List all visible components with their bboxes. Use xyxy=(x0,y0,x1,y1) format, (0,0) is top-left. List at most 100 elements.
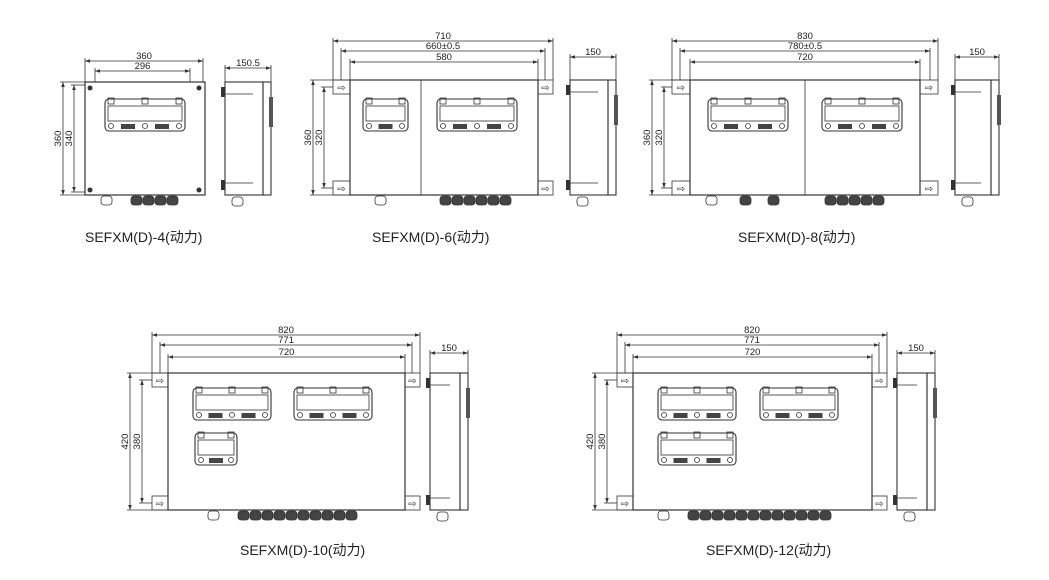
cable-gland-icon xyxy=(783,510,796,521)
side-view-body xyxy=(954,79,992,196)
mounting-flange xyxy=(919,79,939,95)
cable-gland-icon xyxy=(687,510,700,521)
breaker-slot xyxy=(197,439,235,456)
cable-gland-icon xyxy=(166,195,179,206)
cable-gland-icon xyxy=(848,195,861,206)
screw-icon xyxy=(108,123,114,129)
terminal xyxy=(758,124,772,129)
bolt-icon: ⇨ xyxy=(621,499,629,510)
side-view-cover xyxy=(607,79,617,196)
breaker-window xyxy=(104,97,186,132)
dimension-label: 780±0.5 xyxy=(788,41,822,52)
bolt-icon: ⇨ xyxy=(541,184,549,195)
cable-gland-icon xyxy=(436,511,449,522)
breaker-clip xyxy=(744,97,752,105)
breaker-frame xyxy=(192,387,272,421)
breaker-clip xyxy=(398,97,406,105)
screw-icon xyxy=(825,123,831,129)
cable-gland-icon xyxy=(463,195,476,206)
breaker-window xyxy=(759,386,839,421)
breaker-frame xyxy=(657,387,737,421)
dimension-label: 720 xyxy=(745,347,761,358)
cable-gland-icon xyxy=(130,195,143,206)
screw-icon xyxy=(474,123,480,129)
terminal xyxy=(706,413,721,418)
breaker-window xyxy=(436,97,518,132)
corner-bolt-icon xyxy=(87,85,93,91)
screw-icon xyxy=(262,412,268,418)
mounting-flange xyxy=(537,79,554,95)
cable-gland-icon xyxy=(249,510,262,521)
screw-icon xyxy=(228,457,234,463)
side-view-handle xyxy=(933,388,937,418)
enclosure-front xyxy=(167,372,406,511)
screw-icon xyxy=(142,123,148,129)
caption-sefxm-12: SEFXM(D)-12(动力) xyxy=(706,542,832,558)
enclosure-front xyxy=(349,79,539,196)
cable-gland-icon xyxy=(237,510,250,521)
screw-icon xyxy=(661,457,667,463)
breaker-clip xyxy=(795,386,803,394)
screw-icon xyxy=(796,412,802,418)
screw-icon xyxy=(196,412,202,418)
mount-bracket xyxy=(951,180,955,190)
cable-gland-icon xyxy=(723,510,736,521)
terminal xyxy=(241,413,256,418)
cable-gland-icon xyxy=(705,195,718,206)
side-view-cover xyxy=(262,81,272,196)
terminal xyxy=(673,413,688,418)
screw-icon xyxy=(508,123,514,129)
arrowhead xyxy=(225,66,271,70)
screw-icon xyxy=(440,123,446,129)
breaker-clip xyxy=(693,386,701,394)
side-view-body xyxy=(224,81,264,196)
dimension-label: 710 xyxy=(435,31,451,42)
dimension-label: 320 xyxy=(654,130,665,146)
cable-gland-icon xyxy=(961,196,974,207)
side-view-cover xyxy=(990,79,1000,196)
breaker-slot xyxy=(365,105,406,122)
bolt-icon: ⇨ xyxy=(677,184,685,195)
side-view-cover xyxy=(459,372,469,511)
mount-bracket xyxy=(426,378,430,388)
cable-gland-icon xyxy=(154,195,167,206)
screw-icon xyxy=(330,412,336,418)
side-view-body xyxy=(896,372,928,511)
caption-sefxm-4: SEFXM(D)-4(动力) xyxy=(85,229,203,245)
arrowhead xyxy=(955,55,999,59)
breaker-slot xyxy=(107,105,183,122)
dimension-label: 420 xyxy=(120,434,131,450)
cable-gland-icon xyxy=(439,195,452,206)
screw-icon xyxy=(763,412,769,418)
enclosure-front xyxy=(632,372,873,511)
side-view-body xyxy=(429,372,461,511)
cable-gland-icon xyxy=(872,195,885,206)
mounting-flange xyxy=(919,180,939,196)
cable-gland-icon xyxy=(207,510,220,521)
breaker-clip xyxy=(195,386,203,394)
breaker-clip xyxy=(892,97,900,105)
breaker-clip xyxy=(296,386,304,394)
caption-sefxm-8: SEFXM(D)-8(动力) xyxy=(738,229,856,245)
cable-gland-icon xyxy=(657,510,670,521)
mount-bracket xyxy=(566,85,570,95)
cable-gland-icon xyxy=(487,195,500,206)
breaker-slot xyxy=(195,394,269,411)
terminal xyxy=(342,413,357,418)
breaker-slot xyxy=(710,105,786,122)
mount-bracket xyxy=(566,180,570,190)
dimension-label: 150.5 xyxy=(236,58,260,69)
dimension-label: 360 xyxy=(303,130,314,146)
breaker-clip xyxy=(365,97,373,105)
cable-gland-icon xyxy=(297,510,310,521)
breaker-slot xyxy=(762,394,836,411)
dimension-label: 720 xyxy=(797,52,813,63)
breaker-window xyxy=(192,386,272,421)
dimension-label: 830 xyxy=(797,31,813,42)
breaker-window xyxy=(657,386,737,421)
dimension-label: 150 xyxy=(585,47,601,58)
breaker-frame xyxy=(293,387,373,421)
breaker-clip xyxy=(141,97,149,105)
breaker-clip xyxy=(507,97,515,105)
